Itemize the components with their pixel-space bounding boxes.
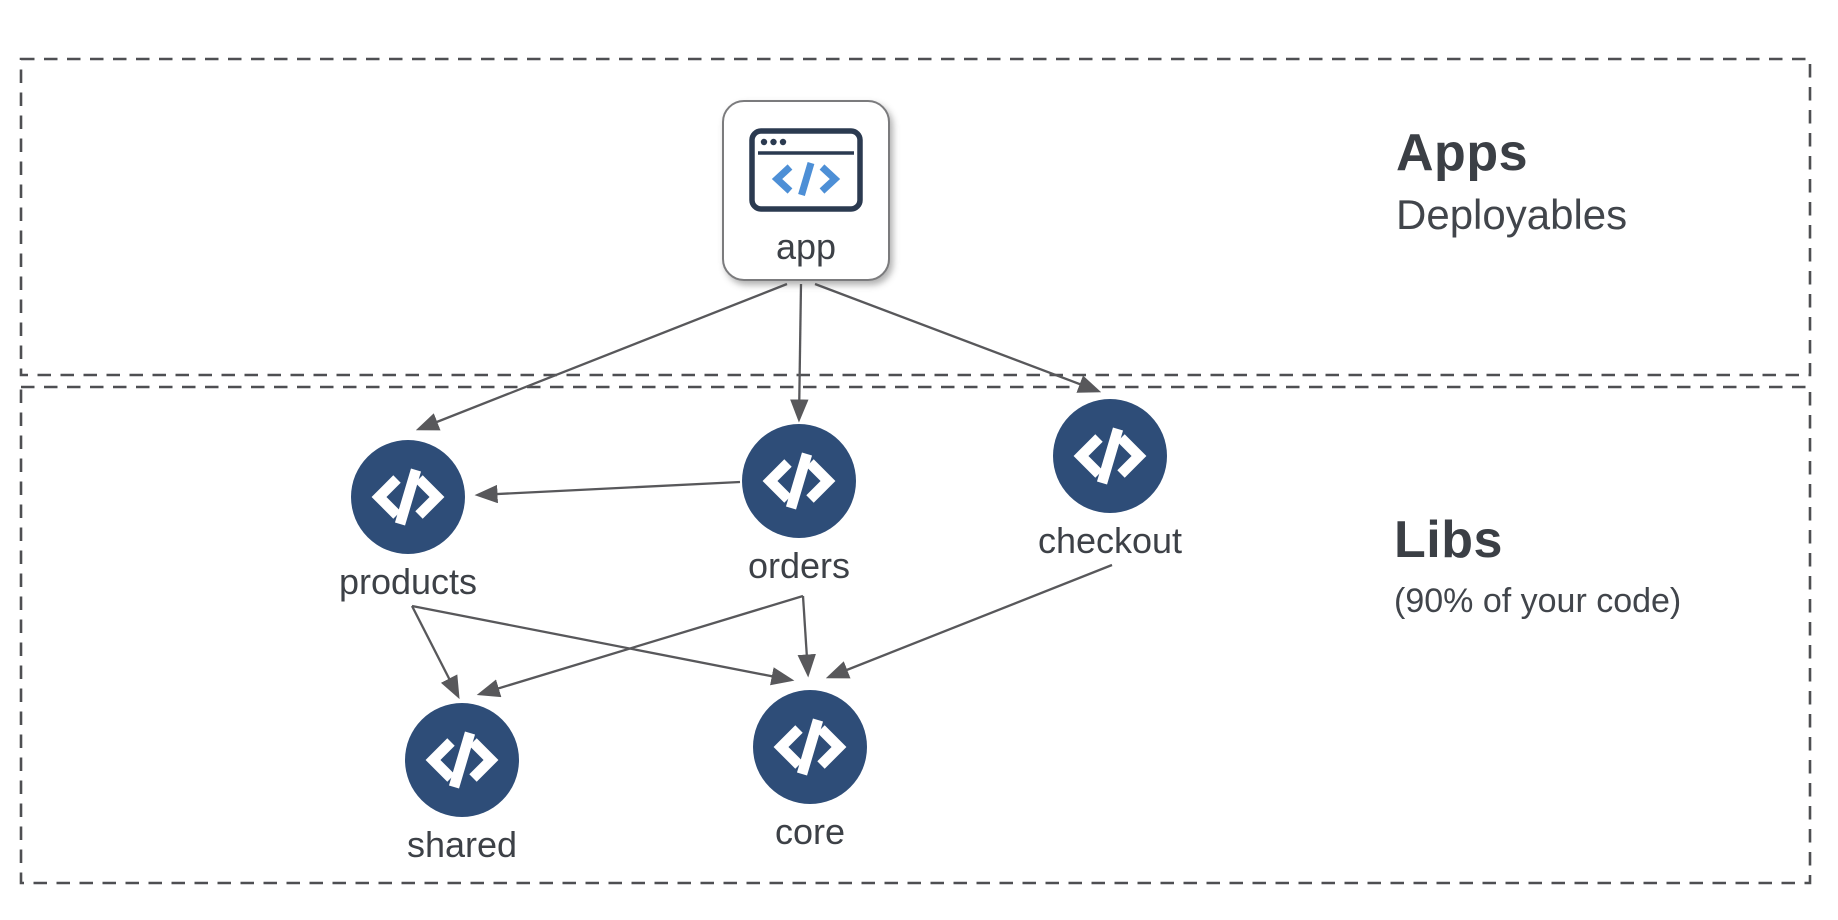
apps-region-label: Apps Deployables bbox=[1396, 124, 1627, 241]
edge-checkout-to-core bbox=[825, 563, 1113, 679]
node-core-label: core bbox=[774, 811, 846, 852]
node-shared-label: shared bbox=[406, 824, 518, 865]
apps-region-subtitle: Deployables bbox=[1396, 191, 1628, 239]
edge-orders-to-core bbox=[797, 595, 816, 678]
node-core: core bbox=[753, 690, 867, 851]
libs-region-border bbox=[19, 385, 1812, 885]
node-checkout-label: checkout bbox=[1037, 520, 1183, 561]
node-shared: shared bbox=[405, 703, 519, 864]
libs-region-subtitle: (90% of your code) bbox=[1394, 582, 1682, 621]
node-app-label: app bbox=[775, 226, 837, 267]
edge-app-to-checkout bbox=[814, 282, 1102, 393]
code-icon bbox=[753, 690, 867, 804]
apps-region-border bbox=[19, 57, 1812, 377]
libs-region-title: Libs bbox=[1394, 511, 1503, 569]
edge-products-to-shared bbox=[410, 605, 460, 700]
code-icon bbox=[405, 703, 519, 817]
node-app: app bbox=[722, 100, 890, 281]
code-icon bbox=[742, 424, 856, 538]
node-products-label: products bbox=[338, 561, 478, 602]
apps-region-title: Apps bbox=[1396, 124, 1528, 182]
node-orders: orders bbox=[742, 424, 856, 585]
edge-orders-to-shared bbox=[476, 594, 804, 698]
node-products: products bbox=[339, 440, 477, 601]
edge-app-to-products bbox=[415, 282, 788, 431]
edge-orders-to-products bbox=[474, 480, 741, 504]
libs-region-label: Libs (90% of your code) bbox=[1394, 511, 1681, 622]
code-icon bbox=[351, 440, 465, 554]
edge-app-to-orders bbox=[790, 283, 809, 423]
edge-products-to-core bbox=[411, 604, 795, 686]
browser-code-icon bbox=[749, 128, 863, 217]
code-icon bbox=[1053, 399, 1167, 513]
node-orders-label: orders bbox=[747, 545, 851, 586]
node-checkout: checkout bbox=[1038, 399, 1182, 560]
